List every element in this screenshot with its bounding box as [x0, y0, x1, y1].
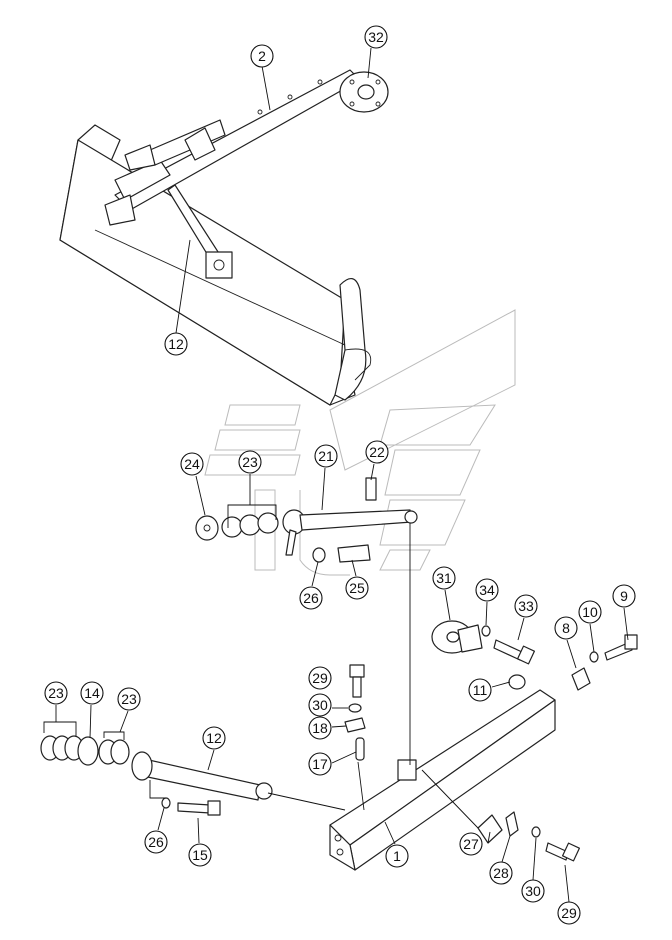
- callout-12-upper: 12: [164, 332, 188, 356]
- callout-label: 23: [242, 454, 258, 470]
- callout-34: 34: [475, 578, 499, 602]
- bolt-33: [493, 639, 535, 665]
- callout-label: 23: [48, 685, 64, 701]
- lower-brace: [131, 751, 273, 801]
- callout-label: 33: [518, 598, 534, 614]
- callout-label: 9: [620, 588, 628, 604]
- callout-9: 9: [612, 584, 636, 608]
- tilt-link-assembly: [195, 477, 418, 563]
- callout-label: 12: [206, 730, 222, 746]
- trunnion-flange: [339, 71, 389, 113]
- callout-12-lower: 12: [202, 726, 226, 750]
- callout-24: 24: [180, 452, 204, 476]
- callout-label: 17: [312, 756, 328, 772]
- callout-31: 31: [432, 566, 456, 590]
- callout-25: 25: [345, 576, 369, 600]
- callout-label: 28: [493, 865, 509, 881]
- callout-26-lower: 26: [144, 830, 168, 854]
- callout-label: 32: [368, 29, 384, 45]
- callout-23-middle: 23: [238, 450, 262, 474]
- clip-28: [505, 811, 519, 837]
- pin-27: [477, 814, 503, 844]
- callout-26-middle: 26: [299, 586, 323, 610]
- watermark-logo: [204, 309, 516, 576]
- bolt-29-lower: [545, 842, 580, 862]
- callout-label: 12: [168, 336, 184, 352]
- callout-label: 31: [436, 570, 452, 586]
- callout-label: 27: [463, 836, 479, 852]
- callout-label: 21: [318, 448, 334, 464]
- callout-label: 2: [258, 48, 266, 64]
- callout-1: 1: [385, 844, 409, 868]
- callout-label: 18: [312, 720, 328, 736]
- pin-11: [508, 674, 526, 690]
- callout-18: 18: [308, 716, 332, 740]
- callout-11: 11: [468, 678, 492, 702]
- callout-30-lower: 30: [521, 879, 545, 903]
- callout-32: 32: [364, 25, 388, 49]
- callout-label: 34: [479, 582, 495, 598]
- link-8: [571, 667, 591, 691]
- callout-14: 14: [80, 681, 104, 705]
- vertical-hardware: [344, 664, 366, 761]
- callout-label: 29: [312, 670, 328, 686]
- callout-29-lower: 29: [557, 901, 581, 925]
- callout-label: 30: [525, 883, 541, 899]
- callout-label: 26: [303, 590, 319, 606]
- callout-label: 25: [349, 580, 365, 596]
- snap-ring-30-lower: [531, 826, 541, 838]
- callout-label: 1: [393, 848, 401, 864]
- callout-label: 8: [562, 620, 570, 636]
- callout-label: 30: [312, 697, 328, 713]
- callout-17: 17: [308, 752, 332, 776]
- callout-label: 24: [184, 456, 200, 472]
- callout-label: 26: [148, 834, 164, 850]
- bolt-9: [604, 634, 638, 661]
- callout-label: 22: [369, 444, 385, 460]
- callout-21: 21: [314, 444, 338, 468]
- callout-30-upper: 30: [308, 693, 332, 717]
- callout-23-right: 23: [117, 687, 141, 711]
- callout-label: 11: [473, 682, 488, 698]
- snap-ring-34: [481, 625, 491, 637]
- lower-flange: [431, 620, 483, 654]
- callout-label: 10: [582, 604, 598, 620]
- callout-22: 22: [365, 440, 389, 464]
- callout-15: 15: [188, 843, 212, 867]
- callout-8: 8: [554, 616, 578, 640]
- callout-29-upper: 29: [308, 666, 332, 690]
- callout-10: 10: [578, 600, 602, 624]
- callout-label: 14: [84, 685, 100, 701]
- callout-27: 27: [459, 832, 483, 856]
- callout-33: 33: [514, 594, 538, 618]
- shim-stack-left: [40, 735, 130, 766]
- push-arm: [104, 69, 361, 226]
- upper-brace: [167, 184, 233, 279]
- callout-2: 2: [250, 44, 274, 68]
- snap-ring-10: [589, 651, 599, 663]
- callout-label: 23: [121, 691, 137, 707]
- callout-23-left: 23: [44, 681, 68, 705]
- main-frame: [329, 689, 556, 871]
- callout-28: 28: [489, 861, 513, 885]
- callout-label: 15: [192, 847, 208, 863]
- bolt-15: [161, 797, 221, 816]
- leader-lines: [43, 47, 629, 903]
- callouts: 2 32 12 24 23 21 22 26 25 31 34 33 8 10 …: [44, 25, 636, 925]
- callout-label: 29: [561, 905, 577, 921]
